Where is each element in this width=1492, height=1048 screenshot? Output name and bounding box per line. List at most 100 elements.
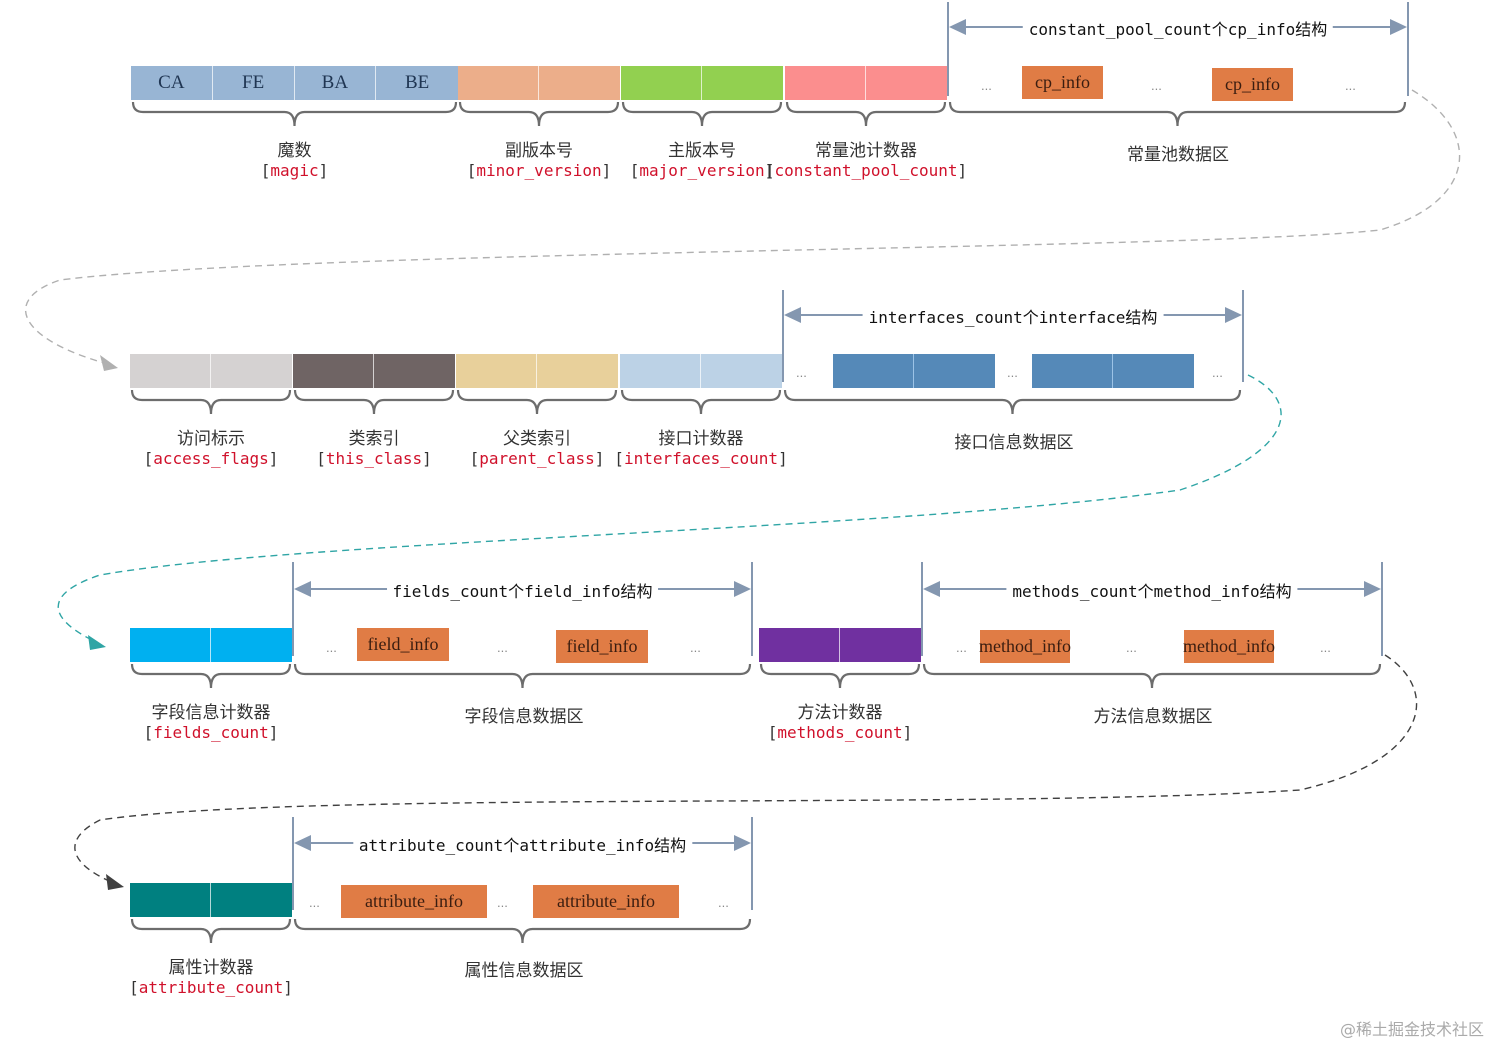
segment-constant-pool-count-field-name: constant_pool_count bbox=[774, 161, 958, 180]
segment-access-flags-cell bbox=[211, 354, 292, 388]
segment-fields-count-brace bbox=[130, 663, 292, 689]
segment-minor-version-brace bbox=[458, 101, 620, 127]
constant-pool-span-arrow-left-icon bbox=[949, 19, 966, 35]
cp-info-box: cp_info bbox=[1022, 66, 1103, 99]
segment-constant-pool-count-brace bbox=[785, 101, 947, 127]
segment-constant-pool-count-cell bbox=[785, 66, 866, 100]
segment-this-class-brace bbox=[293, 389, 455, 415]
segment-major-version-cell bbox=[702, 66, 783, 100]
ellipsis: ... bbox=[497, 895, 508, 910]
interfaces-data-label: 接口信息数据区 bbox=[954, 433, 1074, 453]
interfaces-span-arrow-right-icon bbox=[1225, 307, 1242, 323]
fields-data-label: 字段信息数据区 bbox=[464, 707, 584, 727]
ellipsis: ... bbox=[956, 640, 967, 655]
segment-constant-pool-count-cell bbox=[866, 66, 947, 100]
watermark: @稀土掘金技术社区 bbox=[1339, 1020, 1484, 1039]
attributes-data-brace bbox=[293, 918, 752, 944]
segment-major-version-label-cn: 主版本号 bbox=[668, 141, 736, 161]
ellipsis: ... bbox=[1212, 365, 1223, 380]
segment-minor-version-field-name: minor_version bbox=[476, 161, 602, 180]
connector-row2-row3-arrowhead-icon bbox=[88, 635, 106, 650]
methods-span-arrow-right-icon bbox=[1364, 581, 1381, 597]
segment-access-flags-label-en: [access_flags] bbox=[143, 449, 279, 468]
methods-data-label: 方法信息数据区 bbox=[1093, 707, 1213, 727]
ellipsis: ... bbox=[497, 640, 508, 655]
segment-methods-count-label-cn: 方法计数器 bbox=[797, 703, 883, 723]
ellipsis: ... bbox=[981, 78, 992, 93]
segment-fields-count-cell bbox=[211, 628, 292, 662]
segment-interfaces-count-brace bbox=[620, 389, 782, 415]
attributes-span-arrow-right-icon bbox=[734, 835, 751, 851]
segment-parent-class-brace bbox=[456, 389, 618, 415]
interfaces-data-brace bbox=[783, 389, 1242, 415]
field-info-box: field_info bbox=[357, 628, 449, 661]
connector-row3-row4 bbox=[74, 654, 1418, 884]
segment-attribute-count-field-name: attribute_count bbox=[138, 978, 284, 997]
segment-interfaces-count-label-cn: 接口计数器 bbox=[658, 429, 744, 449]
segment-magic-label-cn: 魔数 bbox=[277, 141, 312, 161]
methods-span-arrow-left-icon bbox=[923, 581, 940, 597]
ellipsis: ... bbox=[796, 365, 807, 380]
segment-this-class-label-cn: 类索引 bbox=[348, 429, 400, 449]
segment-fields-count-cell bbox=[130, 628, 211, 662]
segment-constant-pool-count-label-en: [constant_pool_count] bbox=[764, 161, 968, 180]
constant-pool-data-brace bbox=[948, 101, 1407, 127]
ellipsis: ... bbox=[1007, 365, 1018, 380]
segment-parent-class-field-name: parent_class bbox=[479, 449, 595, 468]
segment-fields-count-label-cn: 字段信息计数器 bbox=[151, 703, 271, 723]
interfaces-span-arrow-left-icon bbox=[784, 307, 801, 323]
attributes-span-label: attribute_count个attribute_info结构 bbox=[352, 832, 693, 856]
fields-data-brace bbox=[293, 663, 752, 689]
segment-major-version-brace bbox=[621, 101, 783, 127]
attributes-data-label: 属性信息数据区 bbox=[464, 961, 584, 981]
ellipsis: ... bbox=[718, 895, 729, 910]
segment-this-class-cell bbox=[374, 354, 455, 388]
ellipsis: ... bbox=[1345, 78, 1356, 93]
segment-attribute-count-brace bbox=[130, 918, 292, 944]
segment-parent-class-cell bbox=[456, 354, 537, 388]
connector-row3-row4-arrowhead-icon bbox=[106, 874, 124, 890]
fields-span-arrow-left-icon bbox=[294, 581, 311, 597]
constant-pool-data-label: 常量池数据区 bbox=[1127, 145, 1229, 165]
segment-this-class-field-name: this_class bbox=[325, 449, 423, 468]
fields-span-arrow-right-icon bbox=[734, 581, 751, 597]
method-info-box: method_info bbox=[979, 630, 1071, 663]
segment-interfaces-count-cell bbox=[701, 354, 782, 388]
ellipsis: ... bbox=[326, 640, 337, 655]
segment-methods-count-brace bbox=[759, 663, 921, 689]
segment-magic-cell: BE bbox=[376, 66, 458, 100]
segment-methods-count-cell bbox=[759, 628, 840, 662]
method-info-box: method_info bbox=[1183, 630, 1275, 663]
segment-attribute-count-cell bbox=[211, 883, 292, 917]
segment-major-version-field-name: major_version bbox=[639, 161, 765, 180]
interface-item-cell bbox=[1032, 354, 1113, 388]
segment-magic-cell: FE bbox=[212, 66, 295, 100]
segment-fields-count-label-en: [fields_count] bbox=[143, 723, 279, 742]
constant-pool-span-label: constant_pool_count个cp_info结构 bbox=[1022, 16, 1334, 40]
interface-item-cell bbox=[833, 354, 914, 388]
segment-parent-class-label-en: [parent_class] bbox=[469, 449, 605, 468]
segment-parent-class-cell bbox=[537, 354, 618, 388]
attribute-info-box: attribute_info bbox=[533, 885, 679, 918]
interface-item-cell bbox=[914, 354, 995, 388]
segment-interfaces-count-field-name: interfaces_count bbox=[623, 449, 779, 468]
connector-row2-row3 bbox=[57, 374, 1282, 643]
segment-magic-field-name: magic bbox=[270, 161, 319, 180]
segment-this-class-cell bbox=[293, 354, 374, 388]
segment-minor-version-label-cn: 副版本号 bbox=[505, 141, 573, 161]
ellipsis: ... bbox=[1151, 78, 1162, 93]
segment-access-flags-brace bbox=[130, 389, 292, 415]
segment-parent-class-label-cn: 父类索引 bbox=[503, 429, 571, 449]
segment-methods-count-label-en: [methods_count] bbox=[767, 723, 913, 742]
ellipsis: ... bbox=[309, 895, 320, 910]
segment-fields-count-field-name: fields_count bbox=[153, 723, 269, 742]
segment-magic-cell: BA bbox=[294, 66, 377, 100]
segment-access-flags-label-cn: 访问标示 bbox=[177, 429, 245, 449]
ellipsis: ... bbox=[1320, 640, 1331, 655]
segment-major-version-label-en: [major_version] bbox=[629, 161, 775, 180]
methods-data-brace bbox=[922, 663, 1382, 689]
segment-attribute-count-label-en: [attribute_count] bbox=[129, 978, 293, 997]
segment-magic-cell: CA bbox=[131, 66, 213, 100]
methods-span-label: methods_count个method_info结构 bbox=[1006, 578, 1298, 602]
